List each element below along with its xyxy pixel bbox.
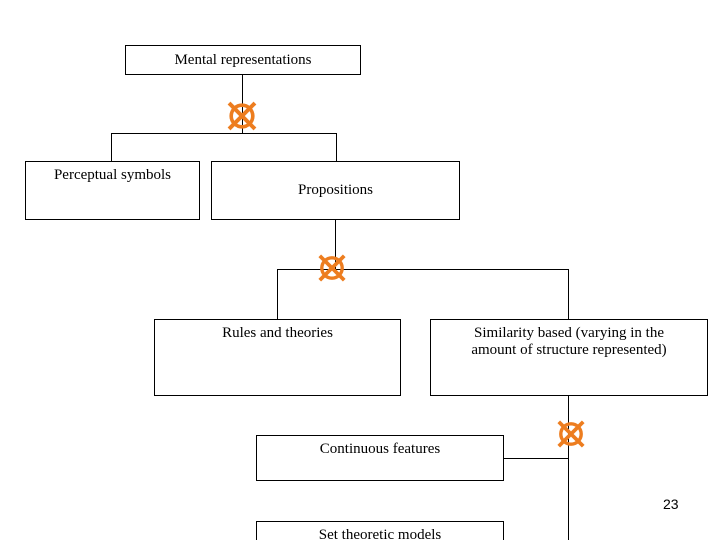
node-label-continuous-features: Continuous features — [319, 441, 441, 457]
node-set-theoretic-models[interactable]: Set theoretic models — [256, 521, 504, 540]
node-perceptual-symbols[interactable]: Perceptual symbols — [25, 161, 200, 220]
connector-line — [336, 133, 337, 161]
circled-x-marker — [224, 98, 260, 134]
connector-line — [568, 396, 569, 540]
connector-line — [335, 220, 336, 269]
node-propositions[interactable]: Propositions — [211, 161, 460, 220]
page-number: 23 — [663, 496, 679, 512]
connector-line — [277, 269, 278, 319]
node-continuous-features[interactable]: Continuous features — [256, 435, 504, 481]
connector-line — [111, 133, 112, 161]
circled-x-marker — [315, 251, 349, 285]
node-similarity-based[interactable]: Similarity based (varying in the amount … — [430, 319, 708, 396]
node-mental-representations[interactable]: Mental representations — [125, 45, 361, 75]
connector-line — [568, 269, 569, 319]
node-label-propositions: Propositions — [297, 182, 373, 198]
circled-x-marker — [554, 417, 588, 451]
node-label-rules-and-theories: Rules and theories — [222, 325, 333, 341]
node-label-similarity-based: Similarity based (varying in the amount … — [471, 325, 667, 358]
node-label-mental-representations: Mental representations — [174, 51, 312, 68]
connector-line — [111, 133, 337, 134]
connector-line — [277, 269, 569, 270]
node-label-perceptual-symbols: Perceptual symbols — [53, 167, 172, 183]
node-rules-and-theories[interactable]: Rules and theories — [154, 319, 401, 396]
node-label-set-theoretic-models: Set theoretic models — [318, 527, 442, 540]
connector-line — [504, 458, 569, 459]
